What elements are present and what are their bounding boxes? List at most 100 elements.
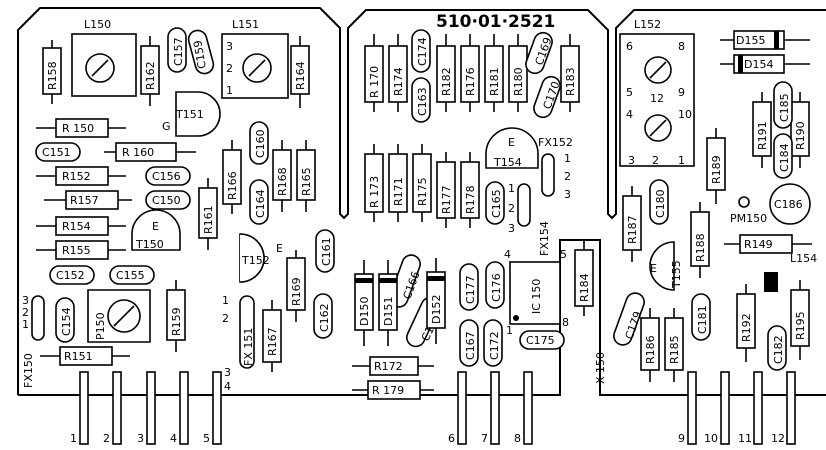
svg-text:R175: R175 [416, 177, 429, 206]
connector-FX154: 1 2 3 FX154 [508, 182, 551, 256]
capacitor-C151: C151 [35, 142, 81, 162]
edge-pin-2 [112, 371, 122, 445]
resistor-R177: R177 [436, 152, 456, 228]
svg-text:3: 3 [226, 40, 233, 53]
capacitor-C159: C159 [187, 29, 215, 75]
svg-text:4: 4 [504, 248, 511, 261]
inductor-L154: L154 [764, 252, 817, 292]
resistor-R171: R171 [388, 144, 408, 222]
svg-text:R157: R157 [70, 194, 99, 207]
resistor-R162: R162 [140, 36, 160, 106]
svg-text:2: 2 [564, 170, 571, 183]
svg-text:D152: D152 [430, 295, 443, 324]
resistor-R185: R185 [664, 308, 684, 382]
edge-pin-label: 12 [771, 432, 785, 445]
connector-FX152: FX152 1 2 3 [538, 136, 573, 201]
svg-text:C160: C160 [254, 129, 267, 158]
svg-text:R178: R178 [464, 185, 477, 214]
svg-text:X 150: X 150 [594, 352, 607, 384]
svg-text:PM150: PM150 [730, 212, 767, 225]
svg-text:FX154: FX154 [538, 221, 551, 256]
svg-text:C151: C151 [42, 146, 71, 159]
resistor-R182: R182 [436, 34, 456, 112]
pin-label-3-4: 3 4 [224, 366, 231, 393]
resistor-R167: R167 [262, 300, 282, 372]
svg-text:12: 12 [650, 92, 664, 105]
svg-text:R189: R189 [710, 155, 723, 184]
testpoint-PM150: PM150 [730, 196, 767, 225]
svg-text:E: E [152, 220, 159, 233]
capacitor-C161: C161 [315, 229, 335, 273]
resistor-R154: R154 [36, 216, 126, 236]
svg-text:C174: C174 [416, 37, 429, 66]
svg-text:9: 9 [678, 86, 685, 99]
edge-pin-label: 4 [170, 432, 177, 445]
capacitor-C182: C182 [767, 325, 787, 371]
svg-text:R 173: R 173 [368, 176, 381, 208]
connector-FX150: 3 2 1 FX150 [22, 294, 45, 388]
svg-text:R168: R168 [276, 167, 289, 196]
edge-pin-9 [687, 371, 697, 445]
board-number: 510·01·2521 [436, 12, 555, 32]
svg-text:R187: R187 [626, 215, 639, 244]
svg-text:R171: R171 [392, 177, 405, 206]
resistor-R179: R 179 [352, 380, 434, 400]
board-outline-left [17, 7, 826, 395]
svg-text:5: 5 [560, 248, 567, 261]
svg-text:E: E [276, 242, 283, 255]
edge-connector-pins: 1 2 3 4 5 6 7 8 9 10 11 12 [70, 371, 796, 445]
edge-pin-6 [457, 371, 467, 445]
svg-text:L154: L154 [790, 252, 817, 265]
capacitor-C172: C172 [483, 319, 503, 367]
svg-text:R159: R159 [170, 307, 183, 336]
svg-text:C167: C167 [464, 331, 477, 360]
resistor-R183: R183 [560, 34, 580, 112]
svg-text:R149: R149 [744, 238, 773, 251]
resistor-R161: R161 [198, 178, 218, 250]
capacitor-C152: C152 [49, 265, 95, 285]
svg-text:1: 1 [22, 318, 29, 331]
capacitor-C167: C167 [459, 319, 479, 367]
diode-D152: D152 [426, 258, 446, 344]
svg-text:C185: C185 [778, 93, 791, 122]
svg-text:R183: R183 [564, 67, 577, 96]
svg-text:R185: R185 [668, 335, 681, 364]
resistor-R175: R175 [412, 144, 432, 222]
resistor-R149: R149 [724, 234, 812, 254]
capacitor-C174: C174 [411, 29, 431, 73]
edge-pin-label: 1 [70, 432, 77, 445]
svg-text:R158: R158 [46, 61, 59, 90]
capacitor-C180: C180 [649, 179, 669, 225]
edge-pin-label: 7 [481, 432, 488, 445]
svg-text:2: 2 [222, 312, 229, 325]
svg-text:C161: C161 [320, 237, 333, 266]
svg-text:R182: R182 [440, 67, 453, 96]
svg-text:1: 1 [506, 324, 513, 337]
svg-text:P150: P150 [94, 312, 107, 340]
svg-text:C177: C177 [464, 275, 477, 304]
edge-pin-label: 3 [137, 432, 144, 445]
resistor-R170: R 170 [364, 34, 384, 112]
svg-text:3: 3 [564, 188, 571, 201]
svg-text:C157: C157 [172, 37, 185, 66]
svg-text:R155: R155 [62, 244, 91, 257]
coil-L150: L150 [71, 18, 137, 97]
svg-text:6: 6 [626, 40, 633, 53]
svg-text:R181: R181 [488, 67, 501, 96]
svg-text:T155: T155 [670, 260, 683, 289]
svg-text:4: 4 [626, 108, 633, 121]
resistor-R192: R192 [736, 284, 756, 362]
svg-text:R 170: R 170 [368, 66, 381, 98]
svg-text:T150: T150 [135, 238, 164, 251]
capacitor-C157: C157 [167, 27, 187, 73]
capacitor-C185: C185 [773, 81, 793, 129]
svg-text:C150: C150 [152, 194, 181, 207]
resistor-R169: R169 [286, 250, 306, 322]
resistor-R173: R 173 [364, 144, 384, 222]
svg-text:3: 3 [628, 154, 635, 167]
edge-pin-12 [786, 371, 796, 445]
edge-pin-10 [720, 371, 730, 445]
resistor-R190: R190 [790, 92, 810, 168]
